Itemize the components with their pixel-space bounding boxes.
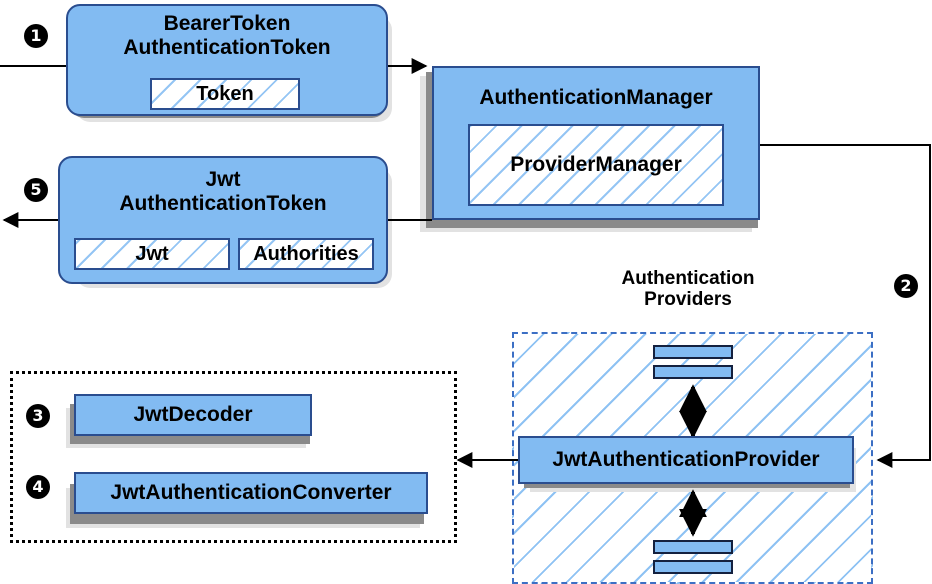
jwt-support-region xyxy=(10,371,457,543)
authentication-providers-label: Authentication Providers xyxy=(621,268,755,311)
bearer-token-inner-token-label: Token xyxy=(196,82,254,105)
bearer-token-inner-token: Token xyxy=(150,78,300,110)
provider-bar-bottom-2 xyxy=(653,560,733,574)
jwt-decoder-title: JwtDecoder xyxy=(133,403,253,427)
badge-step-4: 4 xyxy=(26,475,50,499)
provider-bar-bottom-1 xyxy=(653,540,733,554)
provider-bar-top-2 xyxy=(653,365,733,379)
authentication-manager-title: AuthenticationManager xyxy=(479,86,713,109)
node-jwt-authentication-provider[interactable]: JwtAuthenticationProvider xyxy=(518,436,854,484)
jwt-token-inner-authorities-label: Authorities xyxy=(253,242,359,265)
jwt-token-inner-authorities: Authorities xyxy=(238,238,374,270)
badge-step-3: 3 xyxy=(26,404,50,428)
jwt-token-inner-jwt-label: Jwt xyxy=(135,242,169,265)
jwt-authentication-provider-title: JwtAuthenticationProvider xyxy=(552,448,820,472)
provider-manager-label: ProviderManager xyxy=(510,153,682,176)
badge-step-1: 1 xyxy=(24,24,48,48)
authentication-manager-inner-provider-manager: ProviderManager xyxy=(468,124,724,206)
provider-bar-top-1 xyxy=(653,345,733,359)
badge-step-2: 2 xyxy=(894,274,918,298)
node-jwt-authentication-converter[interactable]: JwtAuthenticationConverter xyxy=(74,472,428,514)
jwt-authentication-converter-title: JwtAuthenticationConverter xyxy=(110,481,392,505)
jwt-token-title: Jwt AuthenticationToken xyxy=(119,168,327,215)
badge-step-5: 5 xyxy=(24,178,48,202)
node-jwt-decoder[interactable]: JwtDecoder xyxy=(74,394,312,436)
jwt-token-inner-jwt: Jwt xyxy=(74,238,230,270)
bearer-token-title: BearerToken AuthenticationToken xyxy=(123,12,331,59)
